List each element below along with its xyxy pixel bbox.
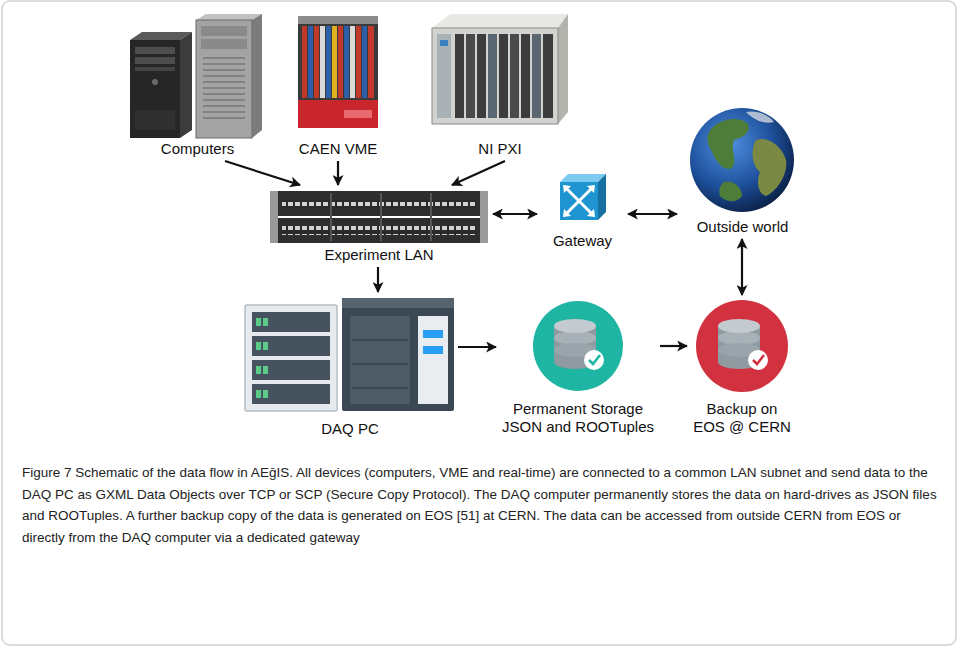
flow-arrow (628, 213, 677, 215)
device-label: Outside world (680, 218, 805, 236)
device-label: Permanent Storage JSON and ROOTuples (499, 400, 657, 436)
device-label: NI PXI (425, 140, 575, 158)
device-label: Gateway (540, 232, 625, 250)
vme-crate-icon (298, 16, 378, 128)
device-node: CAEN VME (288, 10, 388, 158)
device-label: Backup on EOS @ CERN (690, 400, 794, 436)
device-node: Backup on EOS @ CERN (690, 298, 794, 436)
device-node: Gateway (540, 170, 625, 250)
globe-icon (690, 108, 794, 212)
backup-icon (696, 300, 788, 392)
device-node: Computers (125, 10, 270, 158)
device-label: Experiment LAN (268, 246, 490, 264)
flow-arrow (741, 239, 743, 295)
figure-caption: Figure 7 Schematic of the data flow in A… (22, 462, 937, 548)
patch-panel-icon (270, 191, 488, 243)
storage-icon (533, 301, 623, 391)
flow-arrow (660, 345, 687, 347)
device-node: NI PXI (425, 10, 575, 158)
device-node: Permanent Storage JSON and ROOTuples (499, 298, 657, 436)
computer-icon (130, 14, 262, 138)
device-label: Computers (125, 140, 270, 158)
flow-arrow (458, 346, 496, 348)
gateway-icon (560, 174, 606, 220)
flow-arrow (377, 267, 379, 292)
device-label: DAQ PC (245, 420, 455, 438)
device-node: Outside world (680, 100, 805, 236)
device-node: DAQ PC (245, 295, 455, 438)
flow-arrow (337, 161, 339, 185)
device-node: Experiment LAN (268, 188, 490, 264)
flow-arrow (225, 161, 300, 185)
device-label: CAEN VME (288, 140, 388, 158)
server-icon (245, 298, 454, 411)
flow-arrow (493, 213, 537, 215)
flow-arrow (452, 161, 505, 185)
pxi-chassis-icon (432, 14, 568, 124)
